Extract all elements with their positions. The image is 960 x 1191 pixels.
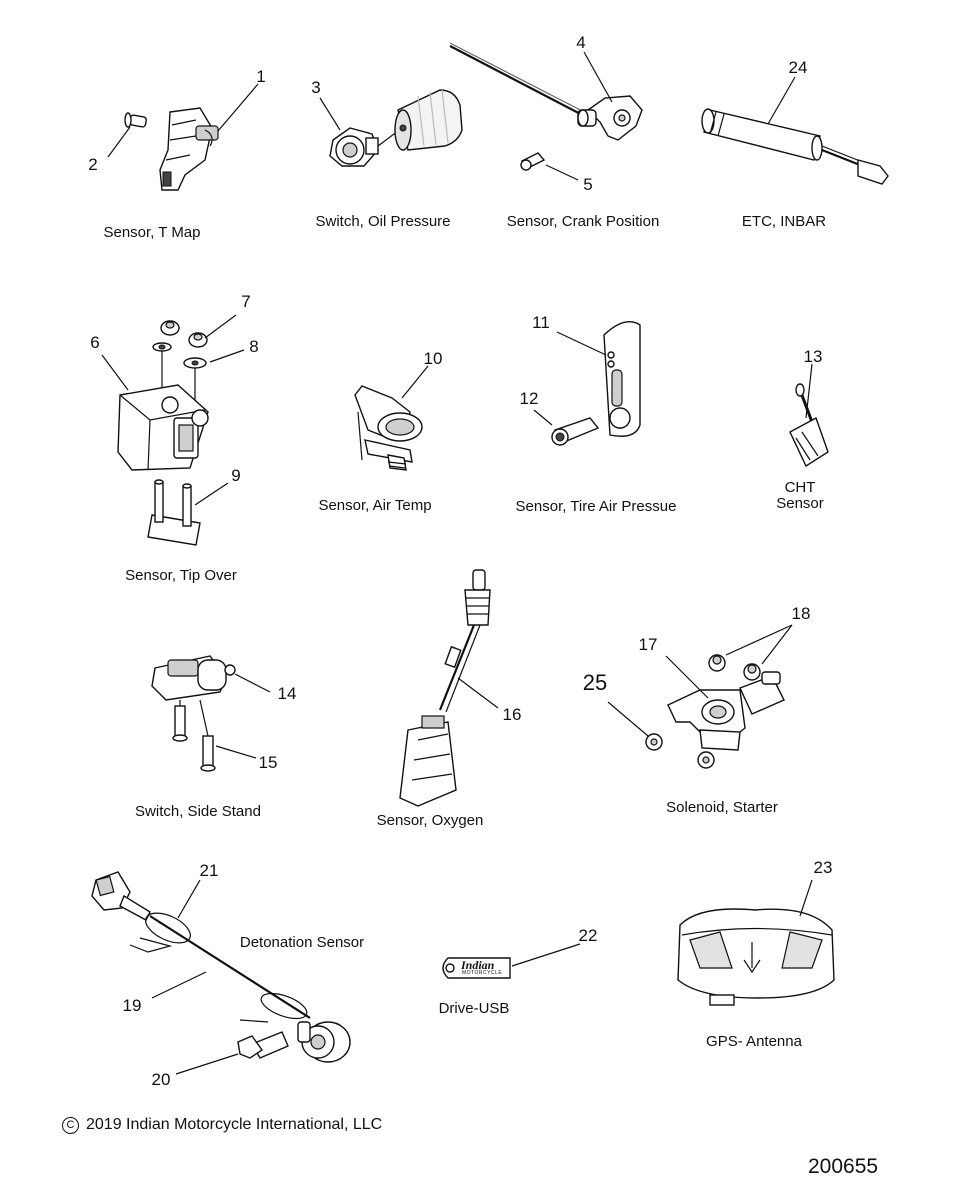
- usb-logo-subtext: MOTORCYCLE: [462, 970, 503, 976]
- callout-21: 21: [199, 861, 219, 880]
- gps-antenna-drawing: [677, 879, 835, 1006]
- caption-oxygen-sensor: Sensor, Oxygen: [376, 812, 484, 829]
- caption-usb-drive: Drive-USB: [438, 1000, 510, 1017]
- copyright-notice: C 2019 Indian Motorcycle International, L…: [62, 1116, 382, 1134]
- caption-detonation-sensor: Detonation Sensor: [239, 934, 365, 951]
- caption-etc-inbar: ETC, INBAR: [741, 213, 827, 230]
- caption-oil-pressure-switch: Switch, Oil Pressure: [315, 213, 451, 230]
- side-stand-switch-drawing: [151, 655, 271, 772]
- callout-20: 20: [151, 1070, 171, 1089]
- callout-24: 24: [788, 58, 808, 77]
- caption-gps-antenna: GPS- Antenna: [706, 1033, 802, 1050]
- callout-7: 7: [241, 292, 251, 311]
- caption-starter-solenoid: Solenoid, Starter: [666, 799, 778, 816]
- caption-tire-air-pressure-sensor: Sensor, Tire Air Pressue: [515, 498, 677, 515]
- detonation-sensor-drawing: [91, 871, 351, 1075]
- copyright-text: 2019 Indian Motorcycle International, LL…: [86, 1116, 383, 1133]
- cht-sensor-drawing: [789, 363, 829, 468]
- starter-solenoid-drawing: [607, 624, 793, 769]
- callout-4: 4: [576, 33, 586, 52]
- callout-1: 1: [256, 67, 266, 86]
- callout-17: 17: [638, 635, 658, 654]
- callout-10: 10: [423, 349, 443, 368]
- caption-air-temp-sensor: Sensor, Air Temp: [318, 497, 432, 514]
- etc-inbar-drawing: [701, 76, 889, 185]
- oxygen-sensor-drawing: [399, 569, 499, 807]
- callout-18: 18: [791, 604, 811, 623]
- air-temp-sensor-drawing: [354, 365, 429, 471]
- callout-14: 14: [277, 684, 297, 703]
- callout-8: 8: [249, 337, 259, 356]
- callout-6: 6: [90, 333, 100, 352]
- callout-9: 9: [231, 466, 241, 485]
- callout-25: 25: [582, 670, 608, 695]
- caption-side-stand-switch: Switch, Side Stand: [135, 803, 261, 820]
- caption-t-map-sensor: Sensor, T Map: [103, 224, 201, 241]
- usb-drive-drawing: [442, 943, 581, 979]
- callout-5: 5: [583, 175, 593, 194]
- callout-3: 3: [311, 78, 321, 97]
- callout-12: 12: [519, 389, 539, 408]
- caption-cht-sensor-line1: CHT: [784, 479, 816, 496]
- caption-crank-position-sensor: Sensor, Crank Position: [506, 213, 660, 230]
- callout-15: 15: [258, 753, 278, 772]
- callout-16: 16: [502, 705, 522, 724]
- caption-cht-sensor-line2: Sensor: [776, 495, 824, 512]
- callout-19: 19: [122, 996, 142, 1015]
- callout-11: 11: [532, 313, 550, 332]
- tire-pressure-sensor-drawing: [533, 321, 641, 446]
- callout-13: 13: [803, 347, 823, 366]
- usb-logo-text: Indian: [461, 958, 495, 972]
- callout-23: 23: [813, 858, 833, 877]
- callout-22: 22: [578, 926, 598, 945]
- document-number: 200655: [808, 1155, 879, 1178]
- crank-position-sensor-drawing: [449, 42, 643, 181]
- t-map-sensor-drawing: [107, 83, 259, 191]
- caption-tip-over-sensor: Sensor, Tip Over: [125, 567, 237, 584]
- copyright-symbol: C: [62, 1117, 79, 1134]
- tip-over-sensor-drawing: [101, 314, 245, 546]
- callout-2: 2: [88, 155, 98, 174]
- oil-pressure-switch-drawing: [319, 89, 463, 167]
